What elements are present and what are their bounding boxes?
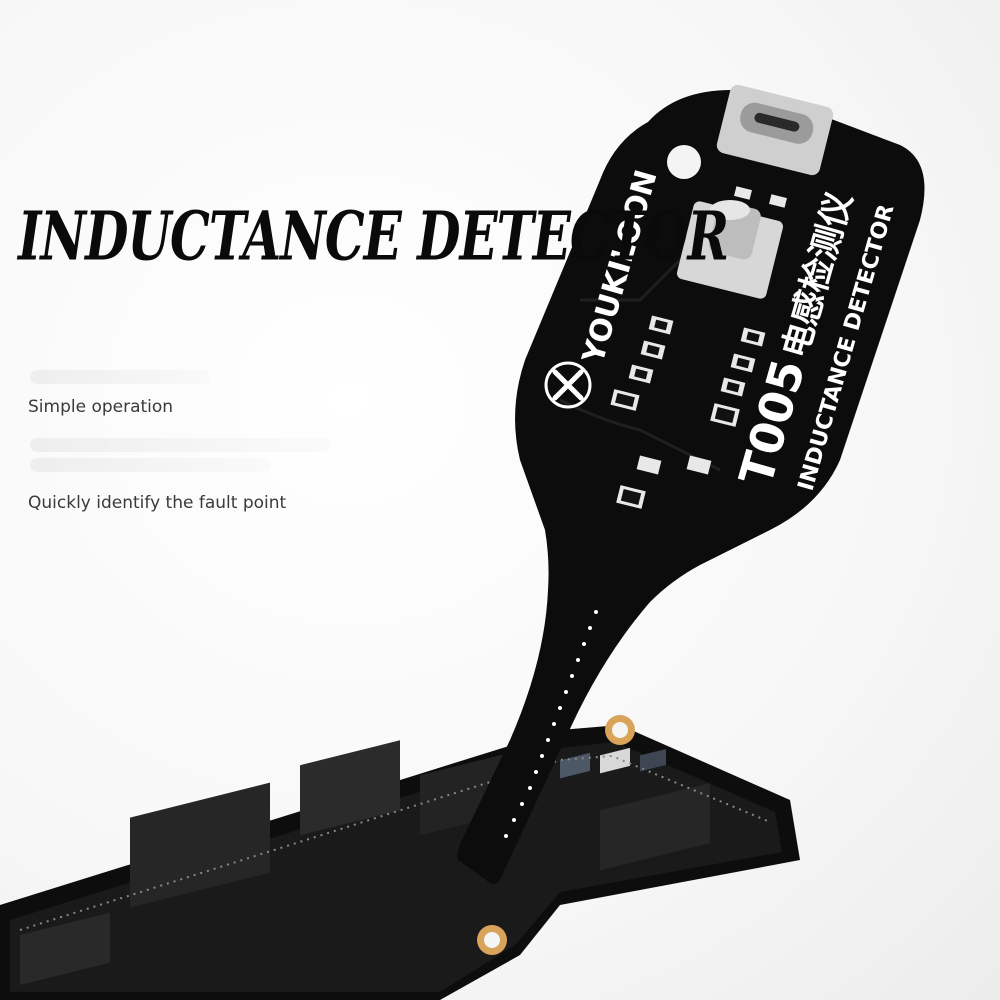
chip	[300, 740, 400, 836]
faded-text-bar	[30, 438, 330, 452]
motherboard	[0, 715, 800, 1000]
feature-text: Quickly identify the fault point	[28, 493, 287, 513]
page-title: INDUCTANCE DETECTOR	[18, 196, 729, 276]
brand-logo	[544, 361, 592, 409]
detector-board: YOUKILOON T005 电感检测仪 INDUCTANCE DETECTOR	[457, 84, 925, 884]
chip	[600, 782, 710, 871]
chip	[130, 782, 270, 908]
usb-c-port	[716, 84, 834, 176]
lanyard-hole	[667, 145, 701, 179]
faded-text-bar	[30, 458, 270, 472]
push-button	[676, 200, 784, 299]
chip	[20, 912, 110, 986]
feature-text: Simple operation	[28, 397, 174, 417]
probe-tip-dots	[504, 610, 598, 838]
faded-text-bar	[30, 370, 210, 384]
